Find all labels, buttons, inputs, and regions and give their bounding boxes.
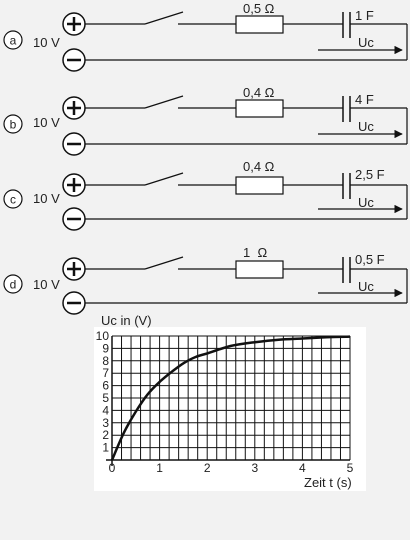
chart-y-axis-label: Uc in (V): [101, 313, 152, 328]
resistance-label: 0,5 Ω: [243, 1, 275, 16]
circuit-letter: c: [10, 193, 16, 207]
switch-icon: [144, 95, 184, 109]
resistor-icon: [235, 176, 284, 195]
switch-icon: [144, 172, 184, 186]
chart-series-line: [110, 335, 351, 461]
x-tick-label: 1: [156, 461, 163, 475]
resistor-icon: [235, 99, 284, 118]
y-tick-label: 8: [102, 354, 109, 368]
circuit-letter-badge: [3, 189, 23, 209]
switch-icon: [144, 256, 184, 270]
x-tick-label: 5: [347, 461, 354, 475]
x-tick-label: 3: [251, 461, 258, 475]
y-tick-label: 5: [102, 391, 109, 405]
y-tick-label: 1: [102, 441, 109, 455]
circuit-d: d 10 V 1 Ω 0,5 F Uc: [3, 245, 408, 315]
chart-axes: [106, 336, 350, 466]
y-tick-label: 9: [102, 341, 109, 355]
resistor-icon: [235, 260, 284, 279]
x-tick-label: 4: [299, 461, 306, 475]
resistance-label: 0,4 Ω: [243, 85, 275, 100]
y-tick-label: 3: [102, 416, 109, 430]
capacitance-label: 2,5 F: [355, 167, 385, 182]
circuit-letter: b: [10, 118, 17, 132]
chart-panel: [94, 327, 366, 491]
circuit-a: a 10 V 0,5 Ω 1 F Uc: [3, 1, 408, 72]
circuit-letter-badge: [3, 274, 23, 294]
x-tick-label: 0: [109, 461, 116, 475]
source-voltage-label: 10 V: [33, 277, 60, 292]
y-tick-label: 4: [102, 403, 109, 417]
circuit-b: b 10 V 0,4 Ω 4 F Uc: [3, 85, 408, 156]
y-tick-label: 6: [102, 379, 109, 393]
capacitance-label: 4 F: [355, 92, 374, 107]
x-tick-label: 2: [204, 461, 211, 475]
y-tick-label: 10: [96, 329, 110, 343]
source-voltage-label: 10 V: [33, 191, 60, 206]
circuit-letter: a: [10, 34, 17, 48]
source-voltage-label: 10 V: [33, 115, 60, 130]
switch-icon: [144, 11, 184, 25]
source-voltage-label: 10 V: [33, 35, 60, 50]
circuit-letter: d: [10, 278, 17, 292]
circuit-letter-badge: [3, 114, 23, 134]
y-tick-label: 7: [102, 366, 109, 380]
resistance-label: 0,4 Ω: [243, 159, 275, 174]
uc-label: Uc: [358, 279, 374, 294]
capacitance-label: 1 F: [355, 8, 374, 23]
resistance-label: 1 Ω: [243, 245, 267, 260]
uc-label: Uc: [358, 195, 374, 210]
y-tick-label: 2: [102, 428, 109, 442]
circuit-letter-badge: [3, 30, 23, 50]
circuit-c: c 10 V 0,4 Ω 2,5 F Uc: [3, 159, 408, 231]
capacitance-label: 0,5 F: [355, 252, 385, 267]
chart-x-axis-label: Zeit t (s): [304, 475, 352, 490]
uc-label: Uc: [358, 35, 374, 50]
uc-label: Uc: [358, 119, 374, 134]
resistor-icon: [235, 15, 284, 34]
